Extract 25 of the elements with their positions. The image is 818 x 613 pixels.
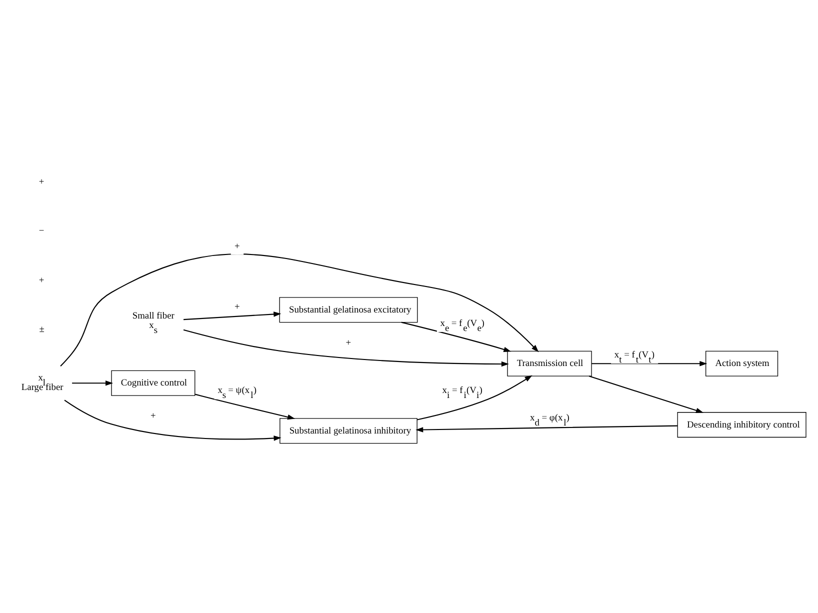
arrow xyxy=(72,380,114,386)
node-box: Descending inhibitory control xyxy=(677,412,806,438)
node-box: Substantial gelatinosa inhibitory xyxy=(280,418,418,444)
arrow xyxy=(588,376,704,413)
label: + xyxy=(38,276,44,286)
node-box: Cognitive control xyxy=(111,370,196,396)
label: ± xyxy=(39,324,44,335)
edge-label: + xyxy=(346,338,352,348)
edge-label: + xyxy=(234,242,240,252)
arrow xyxy=(60,254,539,367)
arrow xyxy=(592,361,708,366)
edge-label: + xyxy=(234,302,240,313)
arrow xyxy=(195,394,296,420)
arrow xyxy=(401,322,512,352)
label: − xyxy=(38,226,44,237)
arrow xyxy=(417,375,532,420)
edge-label: + xyxy=(150,412,156,422)
label: + xyxy=(38,178,44,188)
arrow xyxy=(183,329,509,367)
node-box: Transmission cell xyxy=(507,350,592,376)
arrow xyxy=(184,312,282,320)
node-box: Substantial gelatinosa excitatory xyxy=(279,297,418,323)
arrow xyxy=(64,400,282,441)
node-box: Action system xyxy=(705,350,778,376)
arrow xyxy=(416,425,678,432)
